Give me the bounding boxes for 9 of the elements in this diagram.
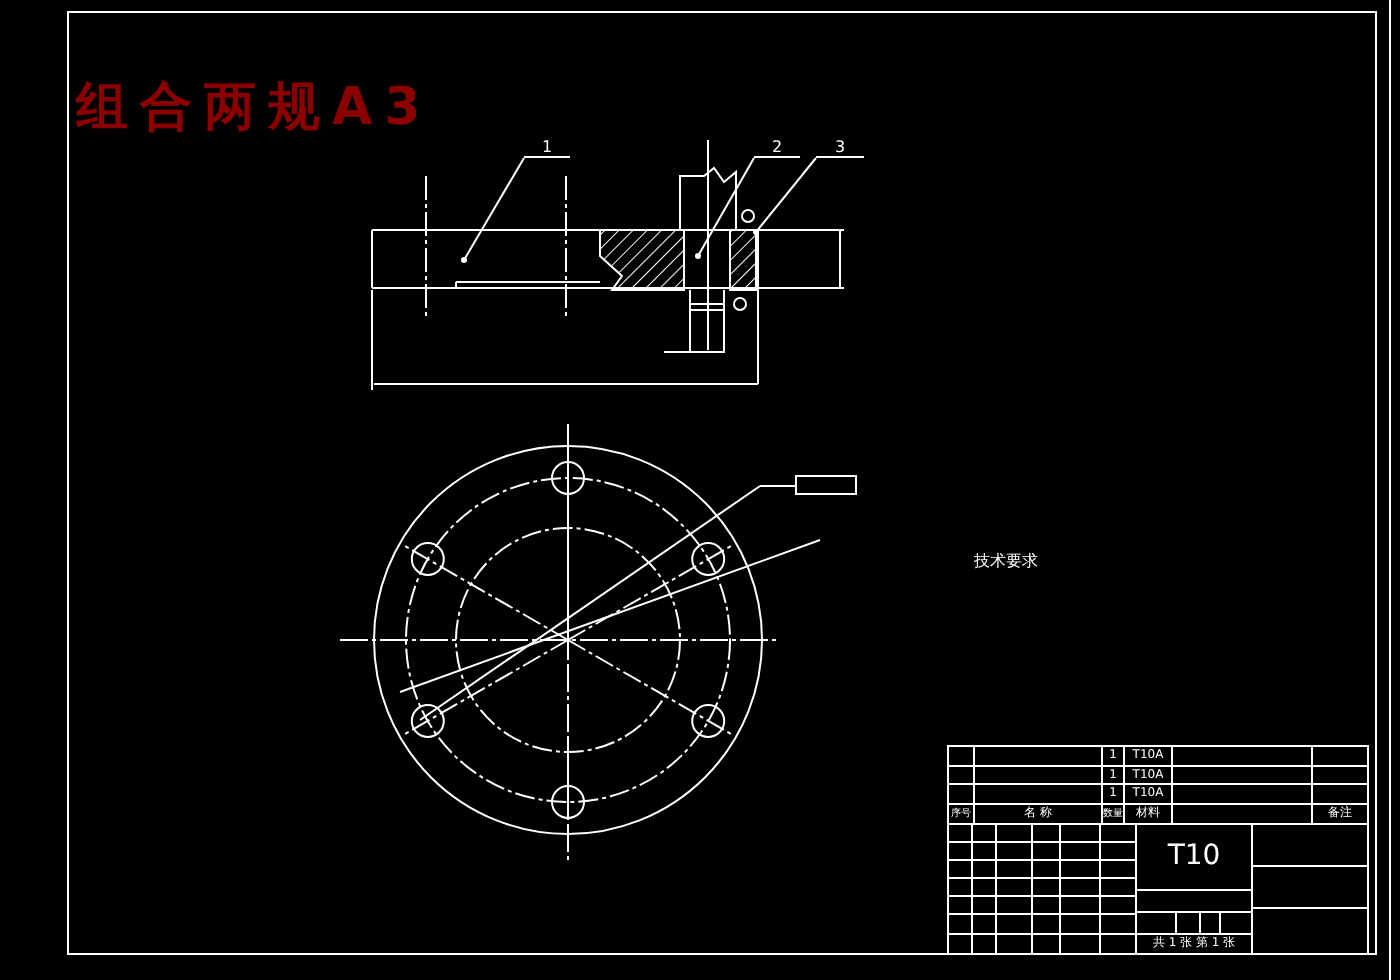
callout-number: 1 [524,140,570,158]
leader-line [461,157,525,263]
leader-line [753,157,817,235]
notes-heading: 技术要求 [972,552,1040,572]
leader-line [695,157,755,259]
callout-number: 2 [754,140,800,158]
drawing-title: 组合两规A3 [76,76,433,140]
drawing-code: T10 [1165,838,1223,876]
callout-number: 3 [816,140,864,158]
